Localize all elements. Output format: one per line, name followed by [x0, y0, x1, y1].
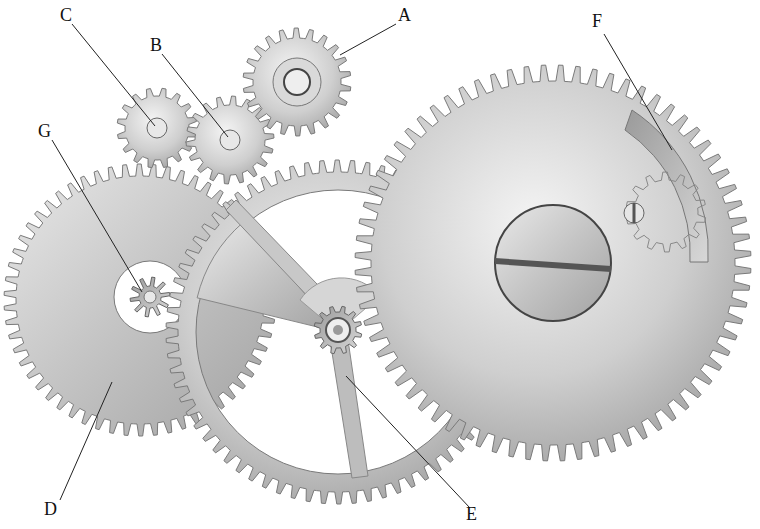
pinion-a [243, 28, 351, 136]
leader-line [604, 34, 672, 150]
pinion-hub [220, 130, 240, 150]
pinion-e [314, 306, 361, 353]
callout-letter: E [466, 505, 477, 523]
leader-line [60, 382, 112, 500]
callout-letter: C [60, 6, 72, 24]
click-segment [625, 110, 708, 262]
large-wheel [355, 65, 751, 461]
callout-letter: A [398, 6, 411, 24]
pinion-b [186, 96, 274, 184]
callout-letter: F [592, 12, 602, 30]
pinion-e-hub [326, 318, 350, 342]
callout-letter: B [150, 36, 162, 54]
pinion-g [130, 277, 170, 317]
center-screw-slot [495, 258, 611, 272]
pinion-hub [144, 291, 156, 303]
screw-slot [633, 203, 636, 223]
pinion-c [117, 88, 196, 167]
segment-screw [624, 203, 644, 223]
leader-line [162, 54, 228, 137]
leader-line [346, 376, 470, 508]
callout-letter: D [44, 500, 57, 518]
callout-letter: G [38, 122, 51, 140]
pinion-e-hole [333, 325, 343, 335]
small-pinions [117, 28, 350, 184]
large-wheel [355, 65, 751, 461]
leader-line [52, 140, 142, 292]
leader-line [340, 24, 396, 55]
leader-lines [52, 24, 672, 508]
pinion-a-hole [284, 69, 310, 95]
wheel-e-spoke [330, 340, 368, 478]
pinion-hub [147, 118, 167, 138]
pinion-a-hub [273, 58, 321, 106]
center-screw [495, 205, 611, 321]
leader-line [72, 24, 155, 126]
